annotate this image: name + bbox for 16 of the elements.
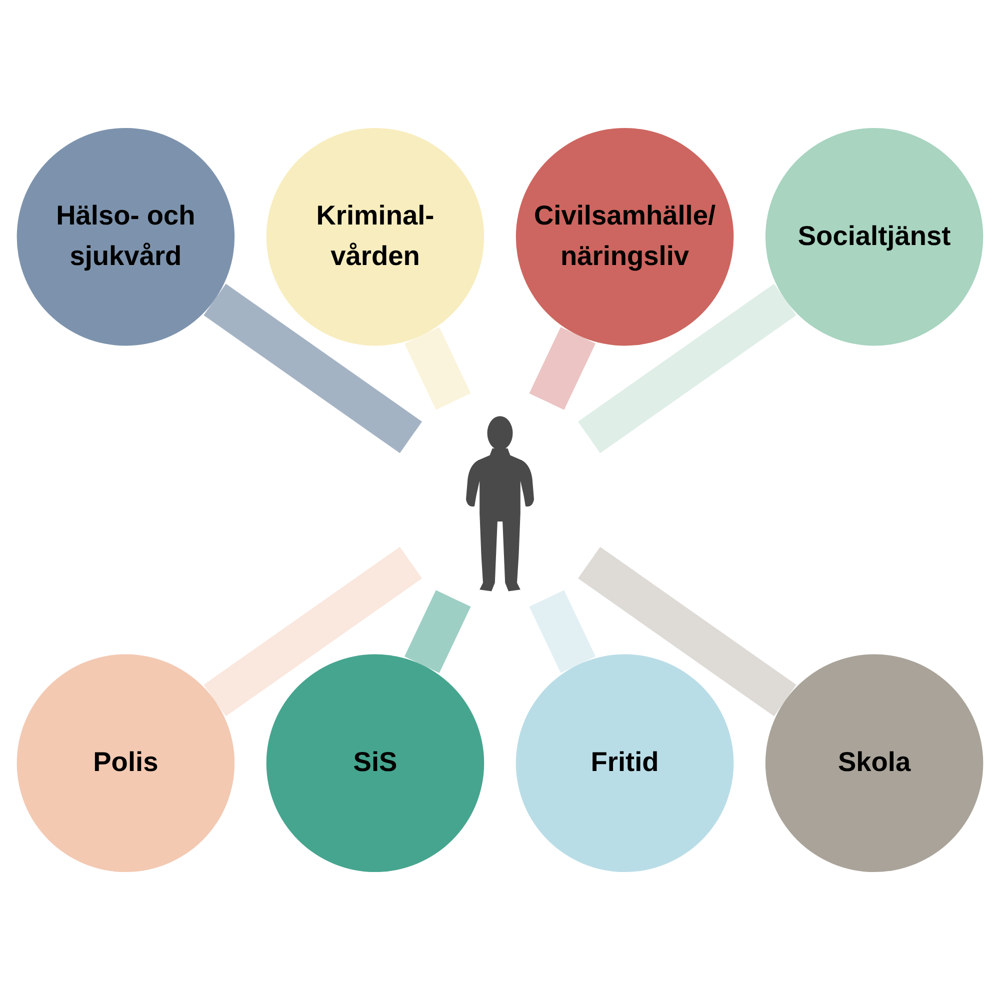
node-circle: Kriminal- vården [266,128,484,346]
connector [404,590,471,673]
connector [204,284,422,454]
connector [204,546,422,716]
connector [529,590,596,673]
node-circle: Polis [16,654,235,872]
connector [529,326,596,410]
node-circle: Socialtjänst [765,128,984,346]
connector [578,546,796,716]
node-circle: Fritid [516,654,734,872]
node-circle: Skola [765,654,984,872]
node-circle: Hälso- och sjukvård [16,128,235,346]
connector [404,326,471,410]
node-circle: SiS [266,654,484,872]
connector [578,284,796,454]
node-circle: Civilsamhälle/ näringsliv [516,128,734,346]
